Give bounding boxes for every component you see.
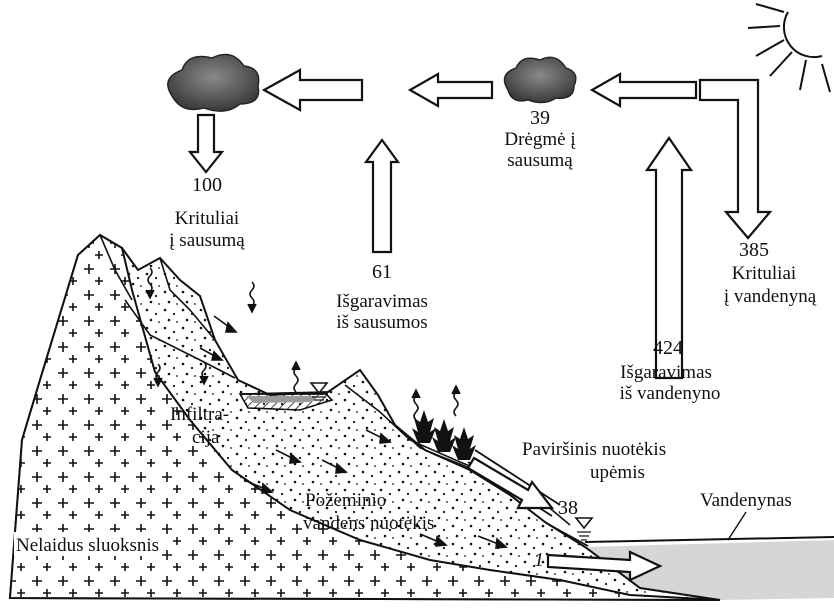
cloud-icon (504, 57, 575, 102)
arrow-evaporation-land (366, 140, 398, 252)
precip-land-label: Krituliai (175, 208, 239, 229)
impermeable-layer-label: Nelaidus sluoksnis (16, 535, 159, 556)
evap-ocean-value: 424 (653, 337, 683, 359)
moisture-label: sausumą (507, 150, 573, 171)
precip-ocean-value: 385 (739, 239, 769, 261)
evap-ocean-label: iš vandenyno (620, 383, 721, 404)
ocean-label: Vandenynas (700, 490, 792, 511)
surface-runoff-label: upėmis (590, 462, 645, 483)
infiltration-label: Infiltra- (170, 404, 229, 425)
evap-land-label: iš sausumos (336, 312, 427, 333)
tree-icon (452, 427, 476, 460)
moisture-label: Drėgmė į (504, 129, 575, 150)
arrow-transport-right-to-cloud (592, 74, 696, 106)
evap-land-value: 61 (372, 261, 392, 283)
groundwater-label: Požeminio (305, 490, 386, 511)
groundwater-label: vandens nuotėkis (303, 513, 434, 534)
arrow-transport-middle (410, 74, 492, 106)
arrow-precipitation-land (190, 115, 222, 172)
evap-ocean-label: Išgaravimas (620, 362, 712, 383)
precip-ocean-label: į vandenyną (724, 286, 817, 307)
water-level-icon (576, 518, 592, 540)
groundwater-value: 1 (534, 549, 544, 571)
surface-runoff-label: Paviršinis nuotėkis (522, 439, 666, 460)
precip-land-label: į sausumą (169, 230, 245, 251)
surface-runoff-value: 38 (558, 497, 578, 519)
evap-land-label: Išgaravimas (336, 291, 428, 312)
cloud-icon (168, 54, 259, 111)
moisture-value: 39 (530, 107, 550, 129)
infiltration-label: cija (192, 427, 220, 448)
arrow-transport-to-land-cloud (264, 70, 362, 110)
tree-icon (412, 410, 436, 443)
precip-land-value: 100 (192, 174, 222, 196)
tree-icon (432, 419, 456, 452)
precip-ocean-label: Krituliai (732, 263, 796, 284)
sun-icon (748, 4, 830, 92)
arrow-precipitation-ocean (700, 80, 770, 238)
